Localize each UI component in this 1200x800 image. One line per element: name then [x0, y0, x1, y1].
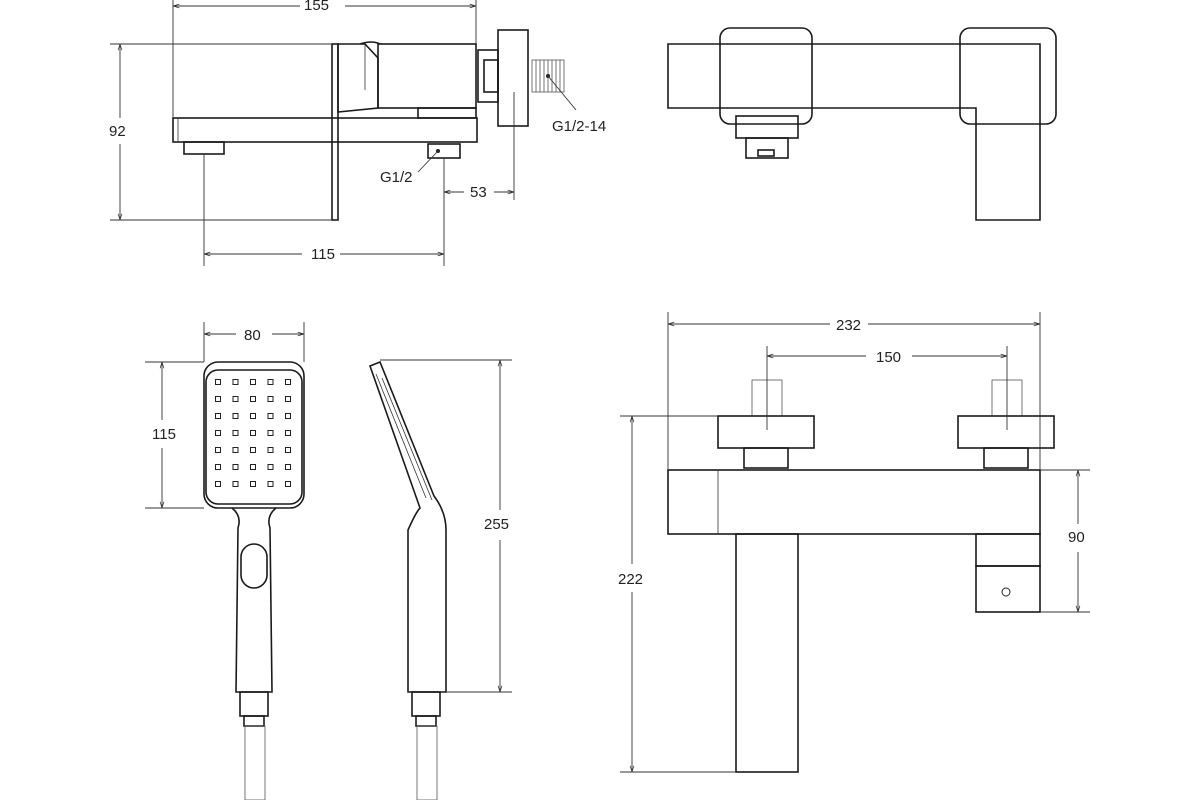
spray-hole: [215, 447, 221, 453]
spray-hole: [232, 481, 239, 487]
front-view-mixer: [667, 379, 1055, 773]
dim-115-spout: 115: [203, 154, 445, 266]
spray-hole: [215, 396, 221, 402]
spray-hole: [267, 464, 274, 470]
spray-hole: [215, 481, 221, 487]
spray-hole: [215, 464, 221, 470]
spray-hole: [250, 413, 256, 419]
dim-255: 255: [380, 359, 512, 693]
spray-hole: [250, 430, 256, 436]
dim-92: 92: [109, 43, 332, 221]
dim-150: 150: [766, 346, 1008, 430]
spray-hole: [215, 413, 221, 419]
spray-hole: [250, 379, 256, 385]
spray-hole: [267, 430, 274, 436]
dim-115-head: 115: [145, 361, 204, 509]
dim-90-label: 90: [1068, 529, 1085, 546]
dim-115-head-label: 115: [152, 426, 176, 443]
top-view-mixer: [667, 27, 1057, 221]
dim-80: 80: [203, 322, 305, 362]
spray-hole: [285, 413, 291, 419]
callout-g12-label: G1/2: [380, 169, 413, 186]
spray-hole: [232, 447, 239, 453]
spray-hole: [285, 379, 291, 385]
spray-hole: [267, 379, 274, 385]
spray-hole: [285, 447, 291, 453]
spray-hole: [250, 396, 256, 402]
side-view-mixer: [172, 29, 565, 221]
dim-90: 90: [1040, 469, 1090, 613]
spray-hole: [232, 413, 239, 419]
callout-g12: G1/2: [380, 150, 439, 186]
spray-hole: [285, 396, 291, 402]
dim-80-label: 80: [244, 327, 261, 344]
dim-53-label: 53: [470, 184, 487, 201]
dim-92-label: 92: [109, 123, 126, 140]
dim-222: 222: [618, 415, 736, 773]
shower-head-side: [368, 360, 447, 800]
dim-255-label: 255: [484, 516, 509, 533]
spray-hole: [285, 430, 291, 436]
spray-hole: [215, 430, 221, 436]
spray-hole: [250, 481, 256, 487]
spray-hole: [267, 413, 274, 419]
spray-hole: [232, 379, 239, 385]
spray-holes: [215, 379, 291, 487]
spray-hole: [285, 464, 291, 470]
dim-53: 53: [444, 92, 515, 201]
spray-hole: [250, 447, 256, 453]
spray-hole: [232, 396, 239, 402]
spray-hole: [250, 464, 256, 470]
spray-hole: [232, 430, 239, 436]
spray-hole: [267, 481, 274, 487]
callout-g12-14: G1/2-14: [547, 75, 606, 135]
spray-hole: [267, 396, 274, 402]
dim-155-label: 155: [304, 0, 329, 14]
callout-g12-14-label: G1/2-14: [552, 118, 606, 135]
dim-150-label: 150: [876, 349, 901, 366]
dim-232-label: 232: [836, 317, 861, 334]
dim-115-spout-label: 115: [311, 246, 335, 263]
shower-head-front: [203, 361, 305, 800]
spray-hole: [267, 447, 274, 453]
dim-155: 155: [172, 0, 477, 118]
spray-hole: [232, 464, 239, 470]
dim-222-label: 222: [618, 571, 643, 588]
spray-hole: [285, 481, 291, 487]
spray-hole: [215, 379, 221, 385]
dim-232: 232: [667, 312, 1041, 470]
